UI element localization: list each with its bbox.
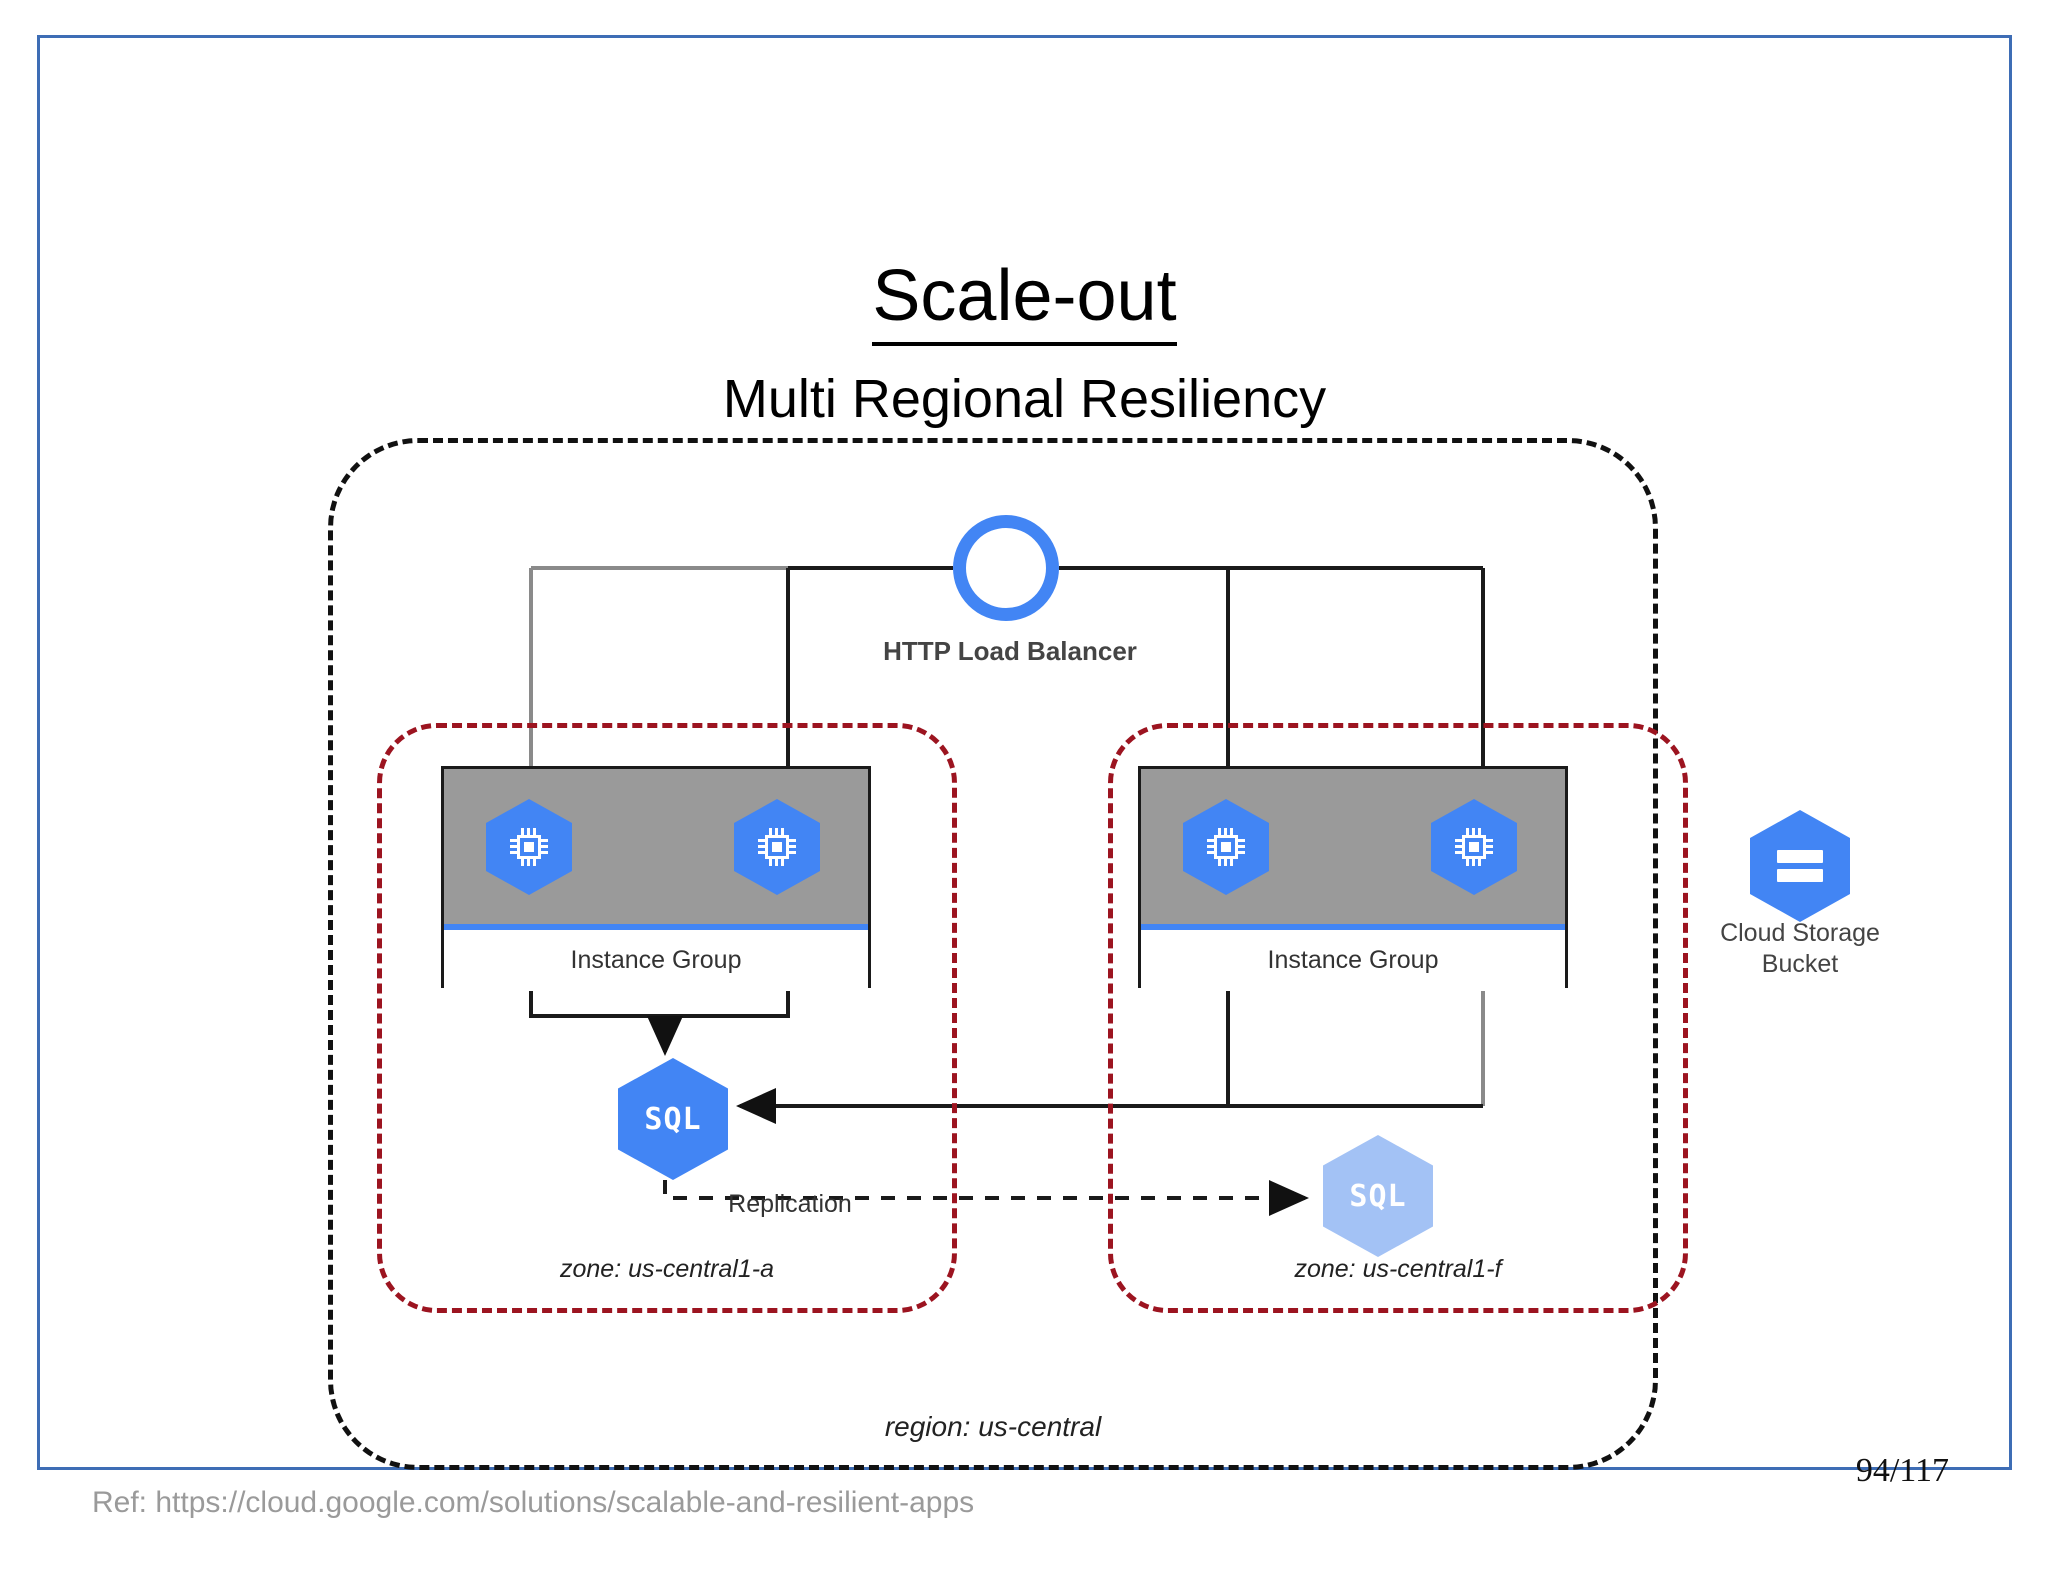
zone-boundary-us-central1-a: zone: us-central1-a (377, 723, 957, 1313)
bucket-bar-top (1777, 850, 1823, 863)
page-number: 94/117 (1855, 1452, 1949, 1489)
slide-canvas: Scale-out Multi Regional Resiliency (37, 35, 2012, 1519)
region-boundary: region: us-central (328, 438, 1658, 1470)
page-title: Scale-out (40, 256, 2009, 346)
instance-group-label: Instance Group (1141, 930, 1565, 991)
slide-frame: Scale-out Multi Regional Resiliency (37, 35, 2012, 1519)
bucket-bar-bottom (1777, 869, 1823, 882)
reference-link[interactable]: Ref: https://cloud.google.com/solutions/… (92, 1486, 975, 1519)
cpu-glyph (1455, 828, 1493, 866)
http-load-balancer-label: HTTP Load Balancer (883, 636, 1137, 666)
instance-group-vm-area (444, 769, 868, 930)
cloud-storage-bucket-icon[interactable] (1750, 810, 1850, 922)
vm-chip-icon[interactable] (1183, 799, 1269, 895)
zone-boundary-us-central1-f: zone: us-central1-f (1108, 723, 1688, 1313)
region-label: region: us-central (884, 1411, 1102, 1442)
zone-label-us-central1-f: zone: us-central1-f (1294, 1255, 1502, 1283)
instance-group-label: Instance Group (444, 930, 868, 991)
instance-group-vm-area (1141, 769, 1565, 930)
cpu-glyph (1207, 828, 1245, 866)
vm-chip-icon[interactable] (486, 799, 572, 895)
zone-label-us-central1-a: zone: us-central1-a (559, 1255, 774, 1283)
vm-chip-icon[interactable] (734, 799, 820, 895)
vm-chip-icon[interactable] (1431, 799, 1517, 895)
instance-group-us-central1-a[interactable]: Instance Group (441, 766, 871, 991)
cloud-storage-bucket-label-line2: Bucket (1761, 950, 1839, 979)
cloud-sql-replica-icon[interactable]: SQL (1323, 1135, 1433, 1257)
cloud-storage-bucket-label-line1: Cloud Storage (1720, 919, 1880, 947)
http-load-balancer-icon[interactable] (953, 515, 1059, 621)
cloud-sql-primary-icon[interactable]: SQL (618, 1058, 728, 1180)
instance-group-us-central1-f[interactable]: Instance Group (1138, 766, 1568, 991)
cpu-glyph (510, 828, 548, 866)
page-subtitle: Multi Regional Resiliency (722, 369, 1327, 429)
cpu-glyph (758, 828, 796, 866)
replication-label: Replication (728, 1190, 852, 1218)
page-title-text: Scale-out (872, 256, 1177, 346)
cloud-storage-bucket-label: Cloud Storage Bucket (1680, 918, 1920, 981)
